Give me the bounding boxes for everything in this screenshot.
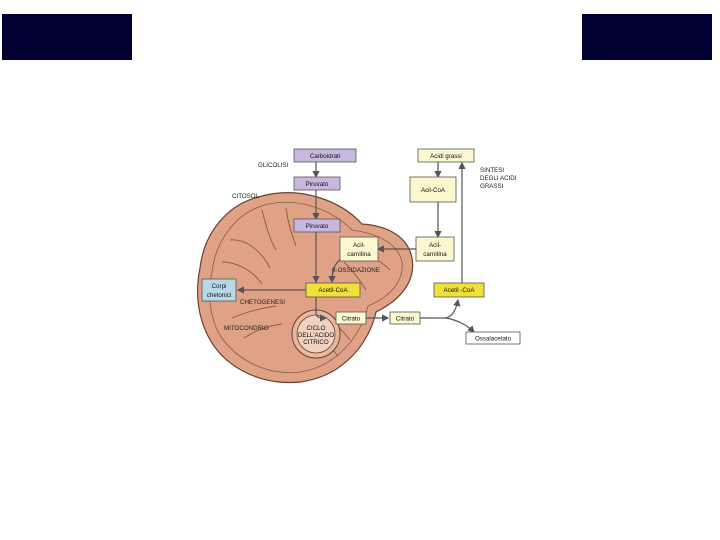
label-acil-carnitina-mito-2: carnitina [347,251,371,258]
box-acil-carnitina-mito: Acil- carnitina [339,236,379,262]
label-acil-coa: Acil-CoA [421,187,446,194]
box-piruvato-citosol: Piruvato [293,176,341,191]
label-citrato-mito: Citrato [342,316,361,323]
label-glicolisi: GLICOLISI [258,162,289,169]
label-chetogenesi: CHETOGENESI [240,299,285,306]
box-acil-coa: Acil-CoA [409,176,457,203]
label-citrato-cyto: Citrato [396,316,415,323]
label-carboidrati: Carboidrati [310,153,340,160]
label-acil-carnitina-cyto-2: carnitina [423,251,447,258]
box-acetil-coa-mito: Acetil-CoA [305,282,361,298]
label-acidi-grassi: Acidi grassi [430,153,462,160]
header-block-left [2,14,132,60]
label-mitocondrio: MITOCONDRIO [224,325,269,332]
label-corpi-chetonici-1: Corpi [212,283,227,290]
label-acil-carnitina-mito-1: Acil- [353,242,365,249]
box-carboidrati: Carboidrati [293,148,357,163]
box-corpi-chetonici: Corpi chetonici [201,278,237,302]
label-acetil-coa-mito: Acetil-CoA [318,287,348,294]
label-sintesi-3: GRASSI [480,183,504,190]
box-piruvato-mito: Piruvato [293,218,341,233]
box-acetil-coa-cyto: Acetil -CoA [433,282,485,298]
label-ciclo-2: DELL'ACIDO [298,332,334,339]
label-ciclo-1: CICLO [307,325,326,332]
arrow-citrato-acetilcoa-cyto [420,298,461,319]
label-sintesi-1: SINTESI [480,167,504,174]
box-acil-carnitina-cyto: Acil- carnitina [415,236,455,262]
label-corpi-chetonici-2: chetonici [207,292,231,299]
header-block-right [582,14,712,60]
label-ciclo-3: CITRICO [303,339,329,346]
label-citosol: CITOSOL [232,193,260,200]
box-citrato-mito: Citrato [335,311,367,325]
label-piruvato-citosol: Piruvato [306,181,329,188]
label-acetil-coa-cyto: Acetil -CoA [444,287,476,294]
label-beta-ossidazione: β-OSSIDAZIONE [332,267,380,274]
mitochondrion-inner-membrane [209,201,403,373]
label-ossalacetato: Ossalacetato [475,336,512,343]
box-ossalacetato: Ossalacetato [465,331,521,345]
label-piruvato-mito: Piruvato [306,223,329,230]
label-sintesi-2: DEGLI ACIDI [480,175,517,182]
box-citrato-cyto: Citrato [389,311,421,325]
arrow-acetilcoa-citrato [315,297,328,322]
label-acil-carnitina-cyto-1: Acil- [429,242,441,249]
box-acidi-grassi: Acidi grassi [417,148,475,163]
arrow-citrato-ossalacetato [445,317,475,333]
